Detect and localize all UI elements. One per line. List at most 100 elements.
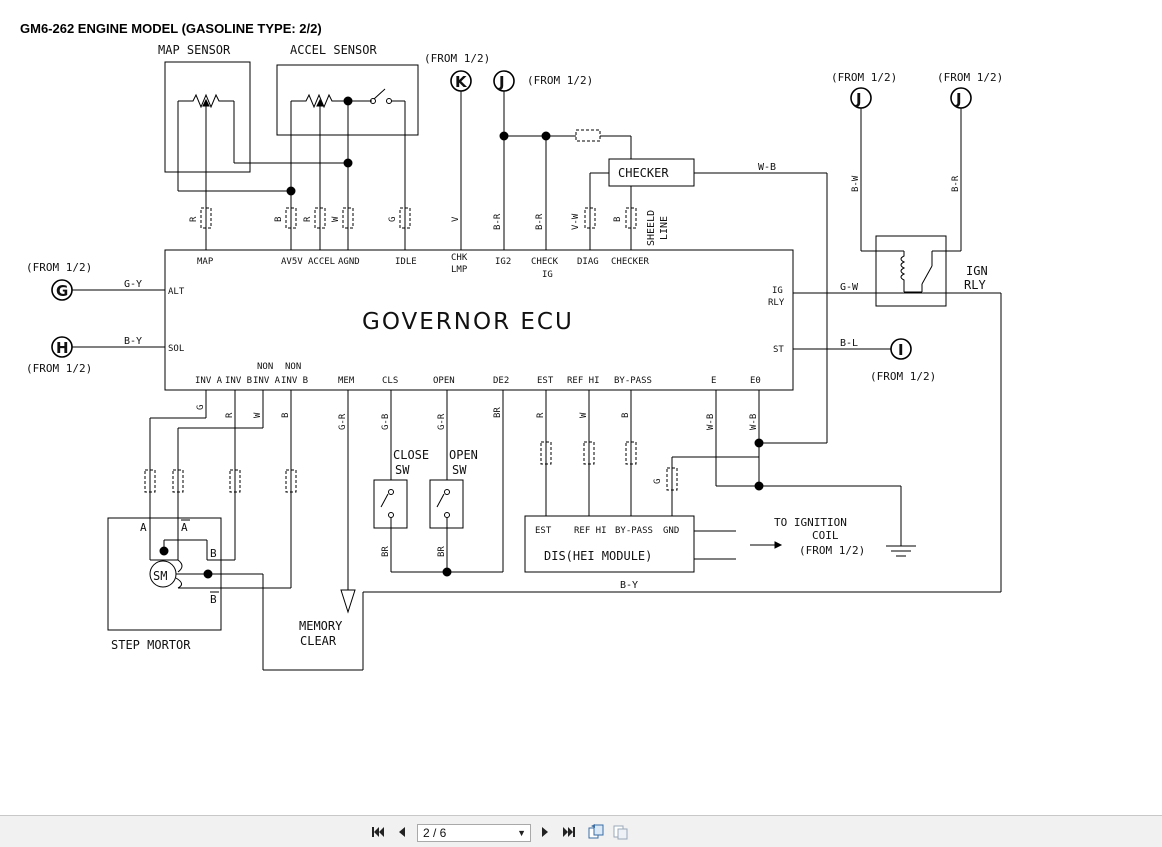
svg-text:IDLE: IDLE	[395, 257, 417, 267]
ecu-label: GOVERNOR ECU	[362, 309, 574, 335]
map-sensor-label: MAP SENSOR	[158, 43, 231, 57]
governor-ecu: GOVERNOR ECU MAP AV5V ACCEL AGND IDLE CH…	[164, 249, 794, 391]
svg-text:(FROM 1/2): (FROM 1/2)	[937, 71, 1003, 84]
svg-text:CHK: CHK	[451, 253, 468, 263]
svg-text:CHECKER: CHECKER	[611, 257, 650, 267]
svg-text:G-W: G-W	[840, 282, 859, 293]
svg-text:I: I	[898, 341, 904, 359]
svg-text:DIS(HEI MODULE): DIS(HEI MODULE)	[544, 549, 652, 563]
checker-box: CHECKER W-B SHEELD LINE	[589, 158, 828, 443]
svg-text:SOL: SOL	[168, 344, 184, 354]
svg-text:IG: IG	[772, 286, 783, 296]
svg-text:V-W: V-W	[571, 213, 581, 230]
step-motor: STEP MORTOR A A B B SM	[107, 517, 291, 652]
svg-text:B-W: B-W	[851, 175, 861, 192]
svg-text:COIL: COIL	[812, 529, 839, 542]
svg-text:B-L: B-L	[840, 338, 858, 349]
top-wire-colors: R B R W G V B-R B-R V-W B	[189, 213, 623, 230]
svg-text:SW: SW	[452, 463, 467, 477]
svg-text:TO IGNITION: TO IGNITION	[774, 516, 847, 529]
svg-text:AV5V: AV5V	[281, 257, 303, 267]
svg-text:REF HI: REF HI	[567, 376, 600, 386]
svg-text:G: G	[388, 217, 398, 222]
svg-text:OPEN: OPEN	[433, 376, 455, 386]
svg-text:(FROM 1/2): (FROM 1/2)	[870, 370, 936, 383]
svg-text:B: B	[210, 593, 217, 606]
next-page-icon[interactable]	[536, 824, 554, 840]
svg-text:G-Y: G-Y	[124, 279, 142, 290]
svg-text:DIAG: DIAG	[577, 257, 599, 267]
svg-text:RLY: RLY	[768, 298, 785, 308]
svg-text:W: W	[331, 216, 341, 222]
bottom-wire-colors: G R W B G-R G-B G-R BR R W B W-B W-B G	[196, 405, 759, 484]
prev-page-icon[interactable]	[393, 824, 411, 840]
svg-text:ALT: ALT	[168, 287, 185, 297]
connector-j-1: J (FROM 1/2)	[493, 70, 632, 250]
sheeld-line-2: LINE	[659, 216, 670, 240]
first-page-icon[interactable]	[369, 824, 387, 840]
dis-module: EST REF HI BY-PASS GND DIS(HEI MODULE) T…	[524, 515, 865, 573]
svg-text:REF HI: REF HI	[574, 526, 607, 536]
ign-relay: (FROM 1/2) (FROM 1/2) J J B-W B-R IGN RL…	[793, 71, 1003, 592]
bottom-connectors	[144, 441, 678, 493]
svg-text:B: B	[274, 217, 284, 222]
svg-text:ACCEL: ACCEL	[308, 257, 335, 267]
svg-text:BY-PASS: BY-PASS	[615, 526, 653, 536]
wiring-diagram: MAP SENSOR ACCEL SENSOR	[26, 43, 1003, 671]
close-open-switches: CLOSE OPEN SW SW BR BR	[373, 448, 503, 577]
svg-text:B-R: B-R	[493, 213, 503, 230]
svg-text:R: R	[536, 412, 546, 418]
svg-text:V: V	[451, 216, 461, 222]
svg-text:(FROM 1/2): (FROM 1/2)	[527, 74, 593, 87]
svg-text:A: A	[140, 521, 147, 534]
connector-h: H (FROM 1/2) B-Y	[26, 336, 165, 375]
svg-text:OPEN: OPEN	[449, 448, 478, 462]
viewer-toolbar: 2 / 6 ▼	[0, 815, 1162, 847]
svg-text:J: J	[955, 90, 962, 108]
rotate-icon[interactable]	[587, 824, 605, 840]
svg-text:SW: SW	[395, 463, 410, 477]
page-number-select[interactable]: 2 / 6 ▼	[417, 824, 531, 842]
page-title: GM6-262 ENGINE MODEL (GASOLINE TYPE: 2/2…	[20, 21, 322, 36]
svg-text:G: G	[56, 282, 68, 300]
svg-text:(FROM 1/2): (FROM 1/2)	[26, 362, 92, 375]
svg-text:B-R: B-R	[951, 175, 961, 192]
svg-text:H: H	[56, 339, 69, 357]
svg-text:R: R	[303, 216, 313, 222]
svg-text:IG2: IG2	[495, 257, 511, 267]
bottom-wires	[149, 390, 902, 614]
svg-text:W-B: W-B	[749, 414, 759, 430]
memory-clear: B-Y MEMORY CLEAR	[262, 574, 1001, 671]
svg-text:INV A: INV A	[253, 376, 281, 386]
svg-text:B: B	[621, 413, 631, 418]
svg-text:NON: NON	[285, 362, 301, 372]
fit-page-icon[interactable]	[612, 824, 630, 840]
svg-text:RLY: RLY	[964, 278, 986, 292]
svg-text:EST: EST	[537, 376, 554, 386]
svg-text:G-R: G-R	[338, 413, 348, 430]
svg-text:B: B	[281, 413, 291, 418]
svg-text:MAP: MAP	[197, 257, 214, 267]
last-page-icon[interactable]	[560, 824, 578, 840]
page-number-value: 2 / 6	[423, 826, 447, 840]
svg-text:MEM: MEM	[338, 376, 355, 386]
svg-text:BR: BR	[381, 546, 391, 557]
svg-text:G: G	[653, 479, 663, 484]
svg-text:(FROM 1/2): (FROM 1/2)	[831, 71, 897, 84]
svg-text:STEP MORTOR: STEP MORTOR	[111, 638, 191, 652]
sheeld-line-1: SHEELD	[646, 210, 657, 246]
svg-text:E0: E0	[750, 376, 761, 386]
svg-text:GND: GND	[663, 526, 679, 536]
svg-text:(FROM 1/2): (FROM 1/2)	[26, 261, 92, 274]
svg-text:G: G	[196, 405, 206, 410]
svg-text:E: E	[711, 376, 716, 386]
svg-text:W: W	[579, 412, 589, 418]
svg-text:CHECK: CHECK	[531, 257, 559, 267]
ground-symbol-icon	[886, 545, 916, 557]
svg-text:R: R	[225, 412, 235, 418]
svg-text:J: J	[855, 90, 862, 108]
top-connectors	[200, 129, 637, 229]
svg-text:G-B: G-B	[381, 414, 391, 430]
svg-text:B-Y: B-Y	[620, 580, 638, 591]
svg-text:(FROM 1/2): (FROM 1/2)	[424, 52, 490, 65]
